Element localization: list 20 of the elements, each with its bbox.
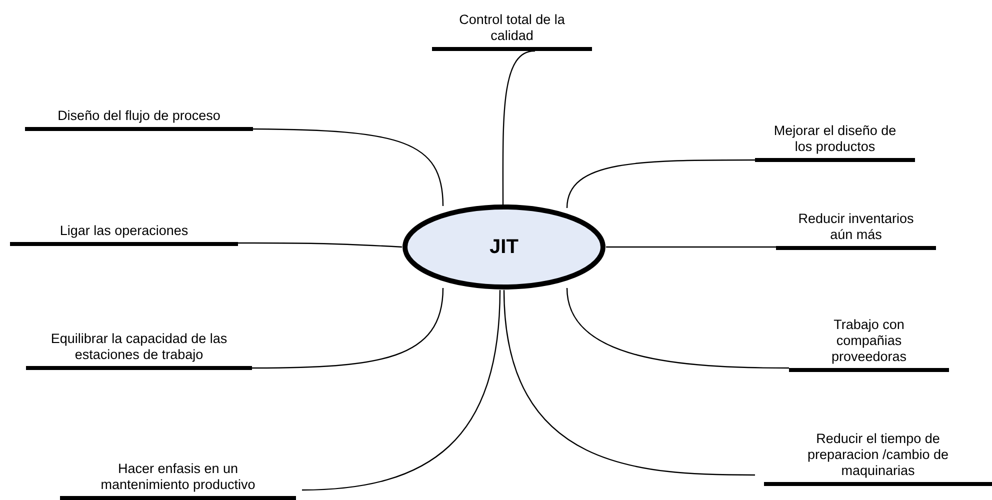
connector-line [503, 290, 755, 476]
topic-label: Hacer enfasis en un mantenimiento productivo [100, 461, 256, 493]
topic-label: Diseño del flujo de proceso [58, 108, 220, 124]
topic-label: Mejorar el diseño de los productos [772, 123, 898, 155]
connector-line [253, 128, 444, 206]
topic-label: Reducir inventarios aún más [797, 211, 915, 243]
connector-line [252, 288, 444, 369]
topic-label: Equilibrar la capacidad de las estaciones de trabajo [50, 331, 228, 363]
central-title: JIT [490, 236, 518, 258]
connector-line [238, 242, 402, 248]
connector-line [302, 290, 501, 491]
connector-line [606, 246, 776, 248]
topic-label: Control total de la calidad [458, 12, 566, 44]
topic-label: Reducir el tiempo de preparacion /cambio de maquinarias [806, 431, 950, 479]
connector-line [502, 50, 536, 205]
connector-line [566, 159, 755, 208]
central-ellipse [402, 204, 606, 290]
topic-label: Trabajo con compañias proveedoras [830, 317, 908, 365]
connector-line [566, 288, 789, 369]
topic-label: Ligar las operaciones [60, 223, 188, 239]
